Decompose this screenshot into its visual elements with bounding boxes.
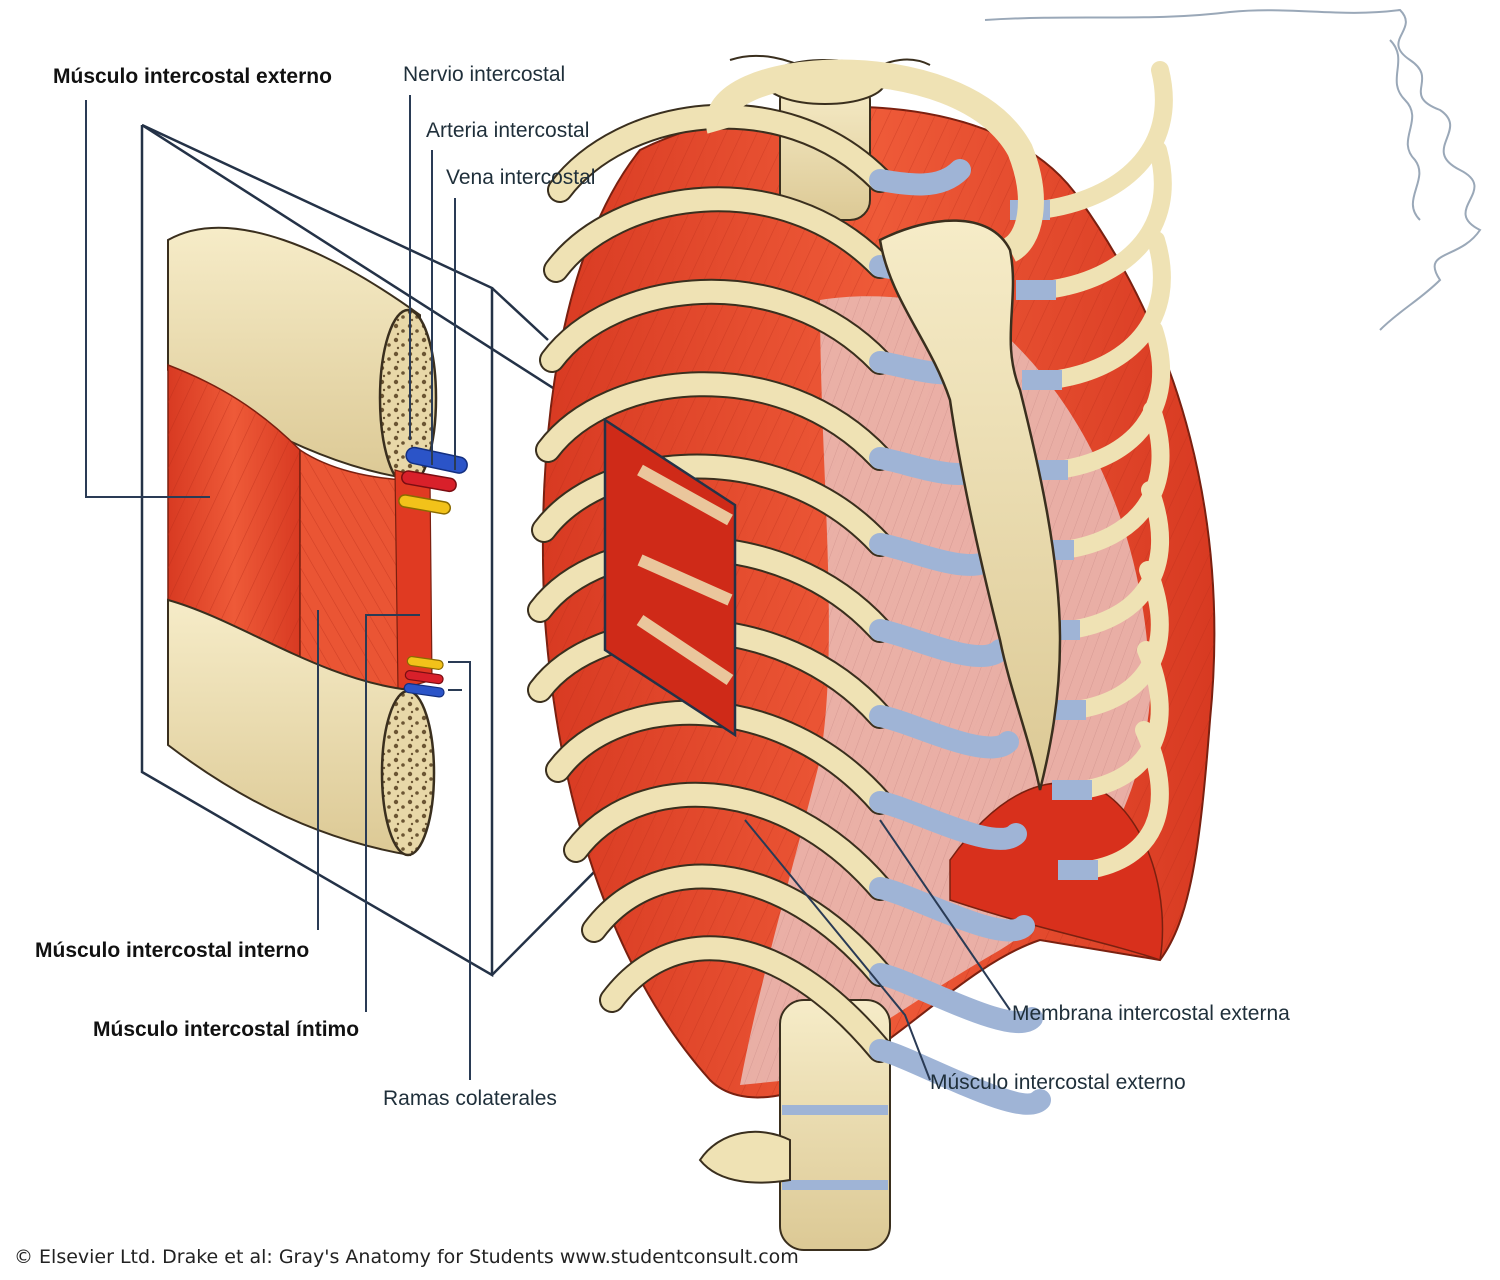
label-musculo-intercostal-externo-bottom: Músculo intercostal externo	[930, 1071, 1186, 1094]
costal-cartilage	[869, 791, 1027, 850]
costal-cartilage	[869, 1039, 1051, 1115]
rib	[547, 61, 1173, 220]
label-musculo-intercostal-interno: Músculo intercostal interno	[35, 939, 309, 962]
thorax-body	[541, 105, 1216, 1099]
thorax-window	[603, 417, 737, 738]
inset-internal-intercostal-muscle	[299, 448, 406, 691]
label-vena-intercostal: Vena intercostal	[446, 166, 595, 189]
rib	[599, 935, 1051, 1115]
inset-external-intercostal-muscle	[167, 363, 301, 667]
rib	[539, 231, 1171, 390]
sketch-scribble	[984, 8, 1482, 331]
label-musculo-intercostal-intimo: Músculo intercostal íntimo	[93, 1018, 359, 1041]
ribs	[527, 59, 1173, 1115]
inset-collateral-branches	[403, 655, 445, 698]
costal-cartilage	[869, 159, 971, 196]
label-ramas-colaterales: Ramas colaterales	[383, 1087, 557, 1110]
vertebral-column	[698, 54, 931, 1251]
costal-cartilage	[869, 963, 1043, 1034]
labels: Músculo intercostal externo Nervio inter…	[14, 63, 1290, 1268]
costal-cartilage	[869, 619, 1011, 668]
credit-line: © Elsevier Ltd. Drake et al: Gray's Anat…	[14, 1246, 799, 1268]
inset-intercostal-vessels-upper	[398, 446, 468, 515]
label-membrana-intercostal-externa: Membrana intercostal externa	[1012, 1002, 1290, 1025]
costal-cartilage	[869, 705, 1019, 759]
leader-lines	[85, 95, 1011, 1081]
inset-lower-rib	[167, 598, 436, 857]
label-nervio-intercostal: Nervio intercostal	[403, 63, 565, 86]
sternum	[878, 219, 1062, 791]
costal-cartilage	[869, 877, 1035, 942]
rib	[563, 721, 1169, 942]
first-rib	[706, 59, 1044, 262]
label-arteria-intercostal: Arteria intercostal	[426, 119, 589, 142]
label-musculo-intercostal-externo-top: Músculo intercostal externo	[53, 65, 332, 88]
